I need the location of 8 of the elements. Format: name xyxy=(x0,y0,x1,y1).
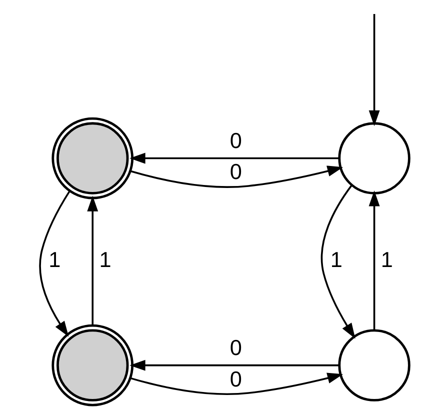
edge-label: 1 xyxy=(330,247,342,272)
edge-label: 1 xyxy=(48,247,60,272)
edge-label: 1 xyxy=(98,247,111,272)
edge-label: 0 xyxy=(229,128,242,153)
edge-label: 0 xyxy=(229,334,242,360)
edge-label: 0 xyxy=(229,159,242,184)
edge-label: 0 xyxy=(229,366,242,392)
edge-label: 1 xyxy=(380,247,392,272)
